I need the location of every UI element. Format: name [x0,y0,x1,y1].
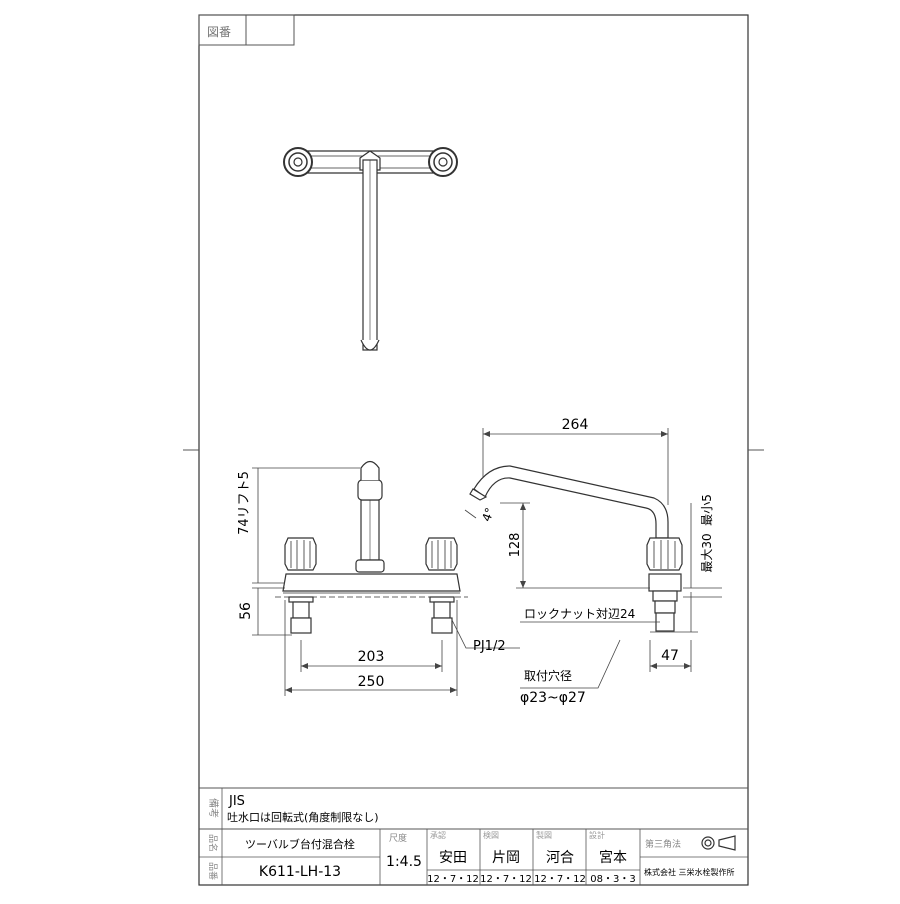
dim-angle: 4° [479,506,497,524]
notes-label: 備考 [207,798,220,818]
draw-label: 製図 [536,830,552,840]
dim-203: 203 [358,649,385,665]
check-label: 承認 [430,830,446,840]
dim-min5: 最小5 [700,494,714,526]
check-name: 安田 [439,850,467,866]
side-view [469,465,683,632]
design-date: 08・3・3 [590,874,635,885]
figure-number-box: 図番 [198,14,295,46]
product-name: ツーバルブ台付混合栓 [245,837,355,851]
company-name: 株式会社 三栄水栓製作所 [644,867,735,877]
note-line-2: 吐水口は回転式(角度制限なし) [227,810,379,824]
dim-128: 128 [508,533,523,558]
side-view-arrows [483,431,691,669]
figure-number-label: 図番 [207,25,231,39]
projection-label: 第三角法 [645,838,681,850]
number-label: 品番 [207,862,219,880]
hole-diameter-value: φ23~φ27 [520,690,586,706]
dim-56: 56 [238,602,254,620]
top-view [283,147,458,351]
scale-value: 1:4.5 [386,854,422,870]
inspect-date: 12・7・12 [480,874,532,885]
scale-label: 尺度 [389,832,407,844]
locknut-label: ロックナット対辺24 [524,607,635,621]
title-block [199,829,748,885]
note-line-1: JIS [228,794,245,809]
front-view [275,460,468,634]
hole-diameter-label: 取付穴径 [524,668,572,683]
dim-47: 47 [661,648,679,664]
front-view-dimensions [252,467,520,696]
pj-label: PJ1/2 [473,639,506,654]
product-number: K611-LH-13 [259,864,341,880]
notes-section: 備考 JIS 吐水口は回転式(角度制限なし) [199,787,748,830]
draw-name: 河合 [546,850,574,866]
dim-250: 250 [358,674,385,690]
design-label: 設計 [589,830,605,840]
dim-264: 264 [562,417,589,433]
third-angle-projection-icon [701,835,736,851]
dim-max30: 最大30 [700,533,714,572]
inspect-label: 検図 [483,830,499,840]
design-name: 宮本 [599,850,627,866]
draw-date: 12・7・12 [534,874,586,885]
dim-lift: 74リフト5 [237,471,252,535]
inspect-name: 片岡 [492,850,520,866]
name-label: 品名 [207,834,219,852]
check-date: 12・7・12 [427,874,479,885]
front-view-arrows [285,663,457,693]
